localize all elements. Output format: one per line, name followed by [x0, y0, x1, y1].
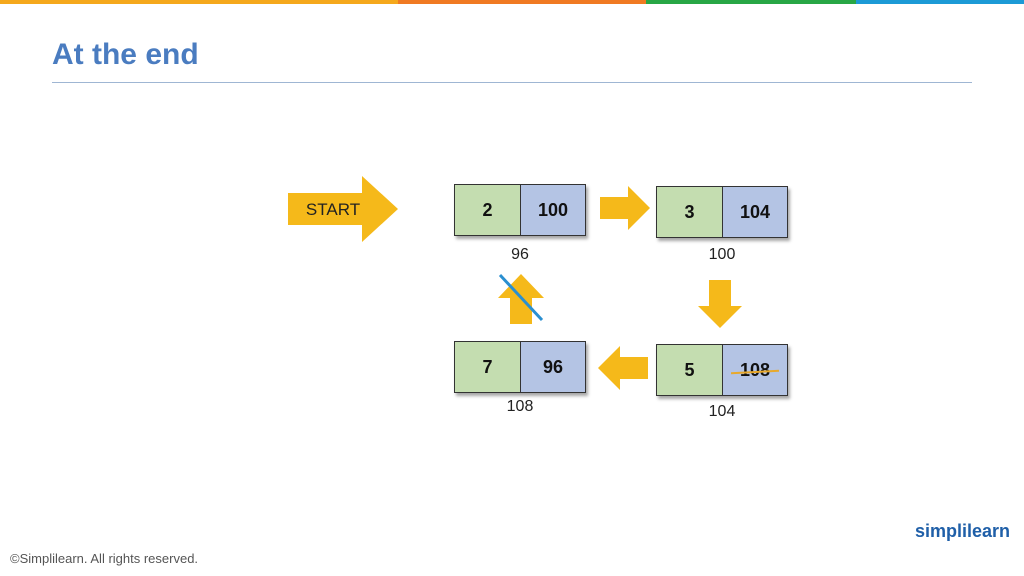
top-bar-segment-red-orange: [398, 0, 646, 4]
logo-text: simplilearn: [914, 521, 1010, 541]
arrow-up-crossed-icon: [498, 273, 544, 324]
node-value: 7: [455, 342, 521, 392]
node-pointer-text: 108: [739, 359, 771, 380]
node-pointer: 100: [521, 185, 585, 235]
node-address: 96: [511, 246, 529, 263]
simplilearn-logo: simplilearn: [915, 521, 1010, 542]
arrow-down-icon: [698, 280, 742, 328]
start-label: START: [305, 200, 361, 219]
node-value: 5: [657, 345, 723, 395]
list-node-2: 3 104: [656, 186, 788, 238]
list-node-4: 7 96: [454, 341, 586, 393]
node-pointer: 104: [723, 187, 787, 237]
node-address: 100: [708, 246, 736, 263]
start-arrow-icon: [288, 176, 398, 242]
node-address: 104: [708, 403, 736, 420]
node-pointer: 108: [723, 345, 787, 395]
list-node-3: 5 108: [656, 344, 788, 396]
top-bar-segment-green: [646, 0, 856, 4]
slide-title: At the end: [52, 38, 199, 71]
arrow-right-icon: [600, 186, 650, 230]
title-divider: [52, 82, 972, 83]
node-pointer: 96: [521, 342, 585, 392]
top-bar-segment-orange: [0, 0, 398, 4]
node-value: 3: [657, 187, 723, 237]
top-bar-segment-blue: [856, 0, 1024, 4]
copyright-text: ©Simplilearn. All rights reserved.: [10, 551, 199, 566]
node-address: 108: [506, 398, 534, 415]
arrow-left-icon: [598, 346, 648, 390]
list-node-1: 2 100: [454, 184, 586, 236]
node-value: 2: [455, 185, 521, 235]
top-color-bar: [0, 0, 1024, 4]
